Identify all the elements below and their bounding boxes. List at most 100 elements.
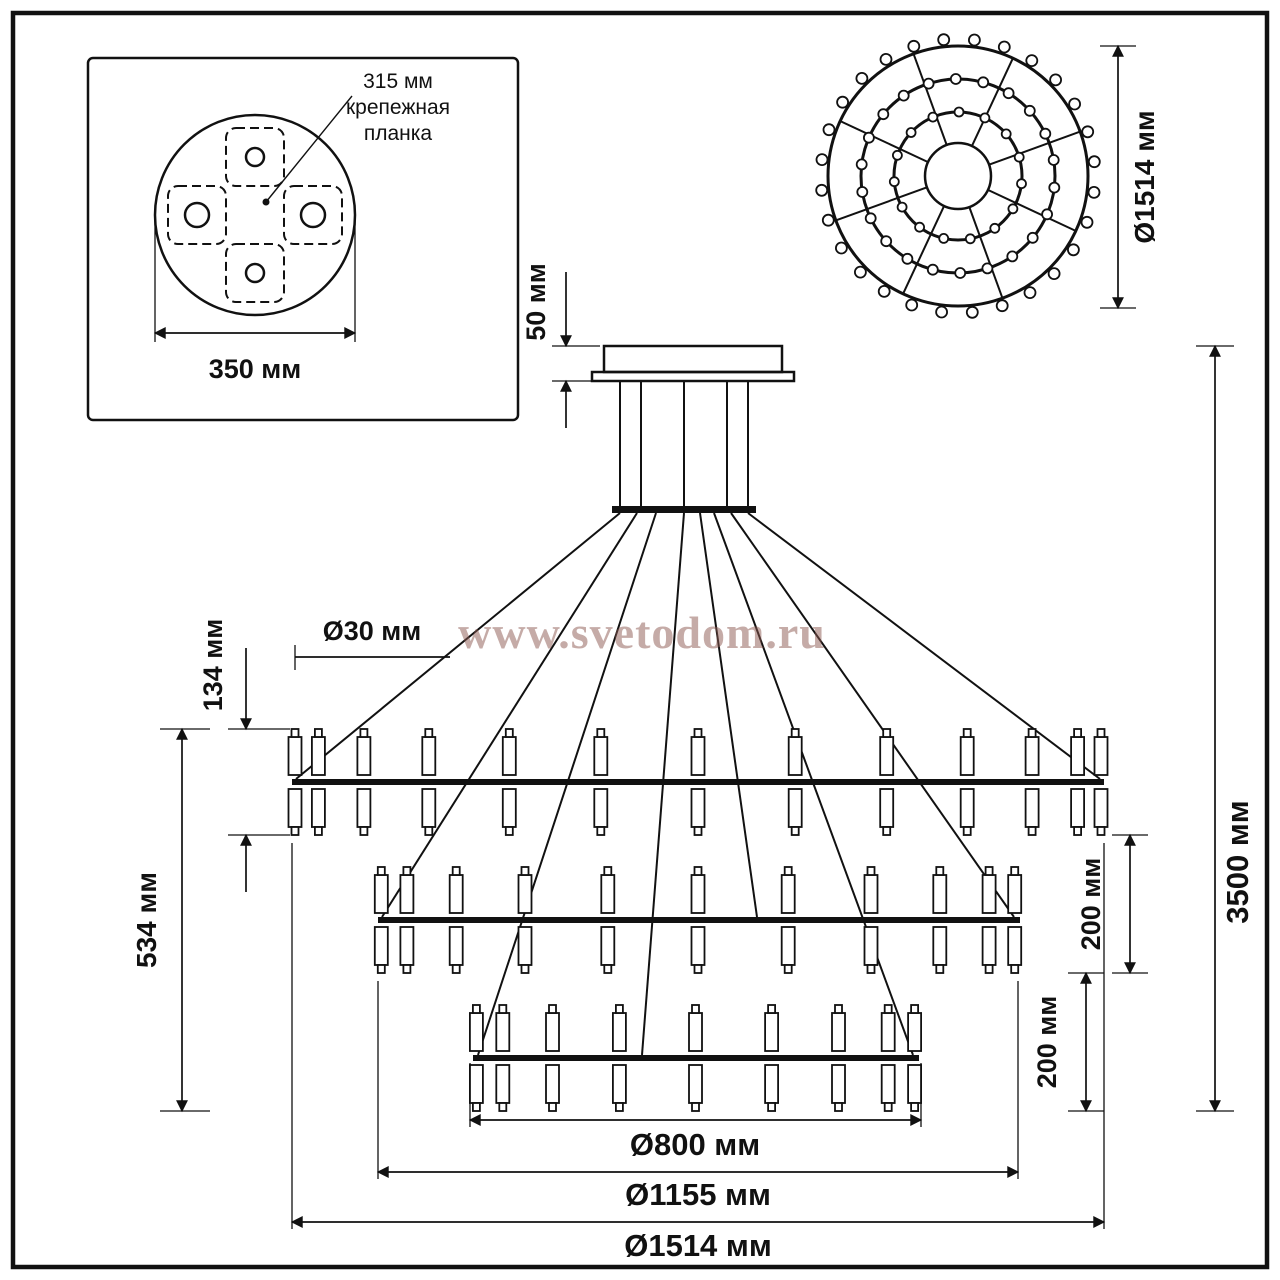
mount-hole-right [299, 201, 327, 229]
inset-box [86, 56, 520, 422]
lamp-cap [359, 826, 369, 836]
lamp-cap [596, 826, 606, 836]
top-view-spoke [902, 205, 946, 294]
lamp-body [690, 788, 706, 828]
dimensions: 50 мм Ø30 мм 134 мм 534 мм 200 мм 200 мм… [131, 263, 1255, 1263]
top-view-bulb [1041, 208, 1053, 221]
lamp-cap [767, 1102, 776, 1112]
top-view-bulb [892, 149, 903, 161]
top-view-bulb [877, 284, 891, 298]
gap-top-label: 200 мм [1076, 858, 1106, 951]
top-view-bulb [938, 232, 950, 244]
lamp-body [468, 1064, 484, 1104]
lamp-cap [471, 1004, 481, 1014]
lamp-body [468, 1012, 484, 1052]
lamp-cap [910, 1004, 919, 1014]
lamp-body [688, 1064, 703, 1104]
lamp-cap [691, 1004, 700, 1014]
lamp-cap [424, 728, 434, 738]
lamp-cap [935, 866, 945, 876]
lamp-body [593, 788, 609, 828]
lamp-body [688, 1012, 703, 1052]
mount-hole-left [183, 201, 211, 229]
top-view-bulb [855, 72, 869, 85]
lamp-body [879, 736, 895, 776]
lamp-body [310, 788, 326, 828]
top-view-bulb [1023, 286, 1037, 300]
lamp-body [1024, 736, 1040, 776]
lamp-body [501, 736, 517, 776]
top-view-bulb [856, 186, 869, 198]
tier2-diameter-label: Ø1155 мм [625, 1177, 771, 1212]
lamp-body [981, 926, 997, 966]
tier1-lamps [287, 728, 1109, 836]
lamp-body [1093, 788, 1109, 828]
mount-offset-label: 315 мм [363, 70, 433, 93]
mount-leader-line [265, 95, 353, 203]
lamp-cap [1096, 728, 1106, 738]
lamp-body [787, 736, 803, 776]
top-view-spoke [970, 58, 1014, 147]
lamp-cap [691, 1102, 700, 1112]
lamp-cap [693, 728, 703, 738]
lamp-body [421, 788, 437, 828]
lamp-cap [376, 866, 386, 876]
lamp-cap [615, 1102, 624, 1112]
tier-cable [699, 512, 758, 918]
lamp-body [356, 736, 372, 776]
lamp-cap [603, 964, 613, 974]
mount-hole-bottom [244, 262, 266, 284]
top-view-bulb [1087, 155, 1101, 169]
lamp-cap [962, 826, 972, 836]
lamp-cap [313, 826, 323, 836]
top-view-spoke [968, 206, 1004, 298]
mount-plate-label-line2: планка [364, 122, 433, 145]
top-view-bulb [1047, 267, 1061, 281]
lamp-cap [471, 1102, 481, 1112]
top-view-bulb [964, 233, 976, 245]
top-view-bulb [907, 39, 921, 53]
tier1-diameter-label: Ø1514 мм [624, 1228, 772, 1263]
lamp-cap [883, 1102, 893, 1112]
lamp-body [863, 874, 879, 914]
tier-cable [381, 512, 638, 918]
top-view-bulb [905, 298, 919, 312]
top-view-bulb [922, 77, 935, 90]
top-view-bulb [927, 111, 939, 123]
lamp-body [448, 874, 464, 914]
top-view-bulb [1039, 127, 1052, 140]
lamp-body [287, 788, 303, 828]
lamp-cap [1010, 964, 1020, 974]
lamp-body [690, 926, 706, 966]
top-view-bulb [1081, 125, 1095, 139]
lamp-height-label: 134 мм [198, 619, 228, 712]
tier-cable [730, 512, 1015, 918]
lamp-cap [693, 826, 703, 836]
lamp-cap [882, 826, 892, 836]
top-view-bulb [995, 299, 1009, 313]
lamp-body [612, 1064, 627, 1104]
tier3-diameter-label: Ø800 мм [630, 1127, 760, 1162]
top-view-bulb [822, 123, 836, 137]
total-height-label: 3500 мм [1220, 800, 1255, 923]
tier2-lamps [373, 866, 1023, 974]
lamp-cap [910, 1102, 919, 1112]
lamp-cap [1027, 728, 1037, 738]
lamp-body [495, 1064, 511, 1104]
lamp-body [373, 926, 389, 966]
top-view-spoke [912, 54, 948, 146]
lamp-cap [984, 866, 994, 876]
lamp-cap [866, 964, 876, 974]
lamp-body [787, 788, 803, 828]
lamp-body [501, 788, 517, 828]
lamp-body [1007, 926, 1023, 966]
top-view-diameter-label: Ø1514 мм [1129, 110, 1160, 243]
mount-plate-label-line1: крепежная [346, 96, 450, 119]
lamp-body [863, 926, 879, 966]
lamp-body [1093, 736, 1109, 776]
top-view-bulb [896, 201, 908, 213]
top-view-hub-circle [923, 141, 993, 211]
top-view-bulb [1047, 154, 1060, 166]
lamp-body [932, 926, 948, 966]
lamp-cap [935, 964, 945, 974]
